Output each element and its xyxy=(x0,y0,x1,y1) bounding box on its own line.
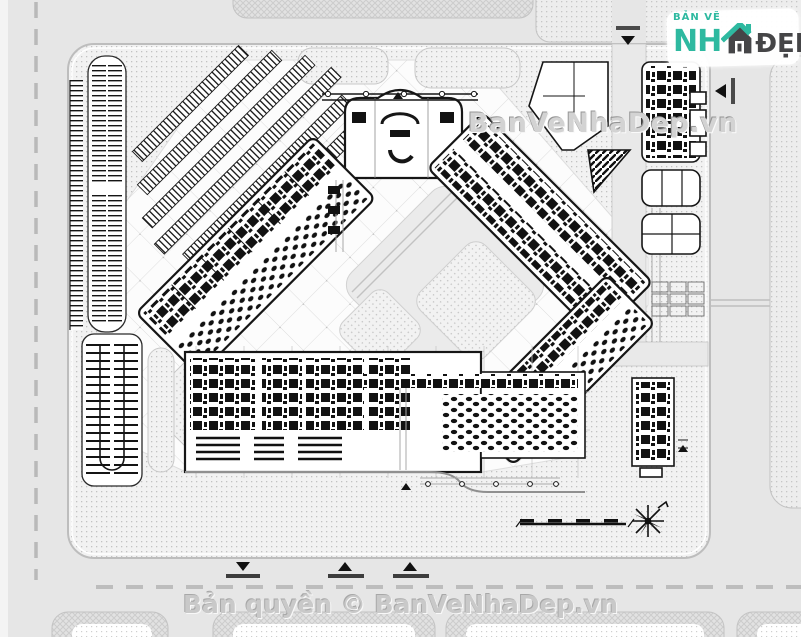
building-left-wing xyxy=(138,138,374,374)
logo-tagline: BẢN VẼ xyxy=(673,12,721,23)
courtyard-colonnade xyxy=(328,180,344,252)
entrance-arrow-bottom-2 xyxy=(328,562,364,578)
entrance-arrow-right xyxy=(715,78,735,104)
main-site-block xyxy=(67,43,711,559)
shelving-rows xyxy=(196,436,342,461)
building-entrance-hall xyxy=(343,88,464,180)
entrance-arrow-bottom-3 xyxy=(393,562,429,578)
logo-text-right: ĐẸP xyxy=(755,29,801,59)
entrance-arrow-bottom-1 xyxy=(226,562,260,578)
parking-grid-right xyxy=(651,281,705,317)
parking-strip-upper-left xyxy=(69,55,127,333)
brand-logo: BẢN VẼ NH ĐẸP xyxy=(661,8,801,70)
parking-strip-lower-left xyxy=(81,333,143,487)
entrance-arrow-top xyxy=(616,26,640,45)
logo-text-left: NH xyxy=(673,24,722,59)
building-right-wing xyxy=(429,114,651,336)
entrance-markers xyxy=(226,26,735,578)
buildings-top-right xyxy=(528,61,707,255)
house-icon xyxy=(721,23,753,55)
building-bottom xyxy=(182,346,590,493)
building-service-right xyxy=(631,377,688,478)
pergola-top xyxy=(322,90,478,101)
copyright-text: Bản quyền © BanVeNhaDep.vn xyxy=(182,590,619,619)
watermark-text: BanVeNhaDep.vn xyxy=(468,108,738,139)
compass-icon xyxy=(632,500,669,537)
